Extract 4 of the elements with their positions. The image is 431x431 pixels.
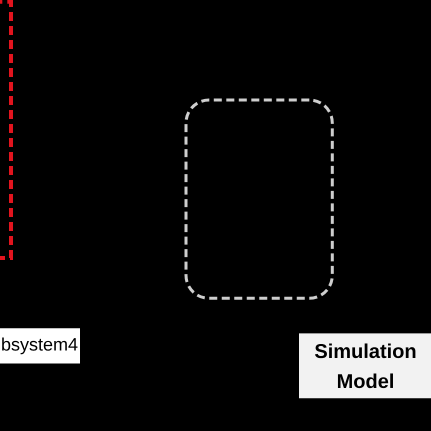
rounded-dashed-frame [184,98,334,300]
dashed-frame [0,0,13,260]
model-label-box: Simulation Model [299,333,431,398]
block-label: bsystem4 [0,328,80,364]
